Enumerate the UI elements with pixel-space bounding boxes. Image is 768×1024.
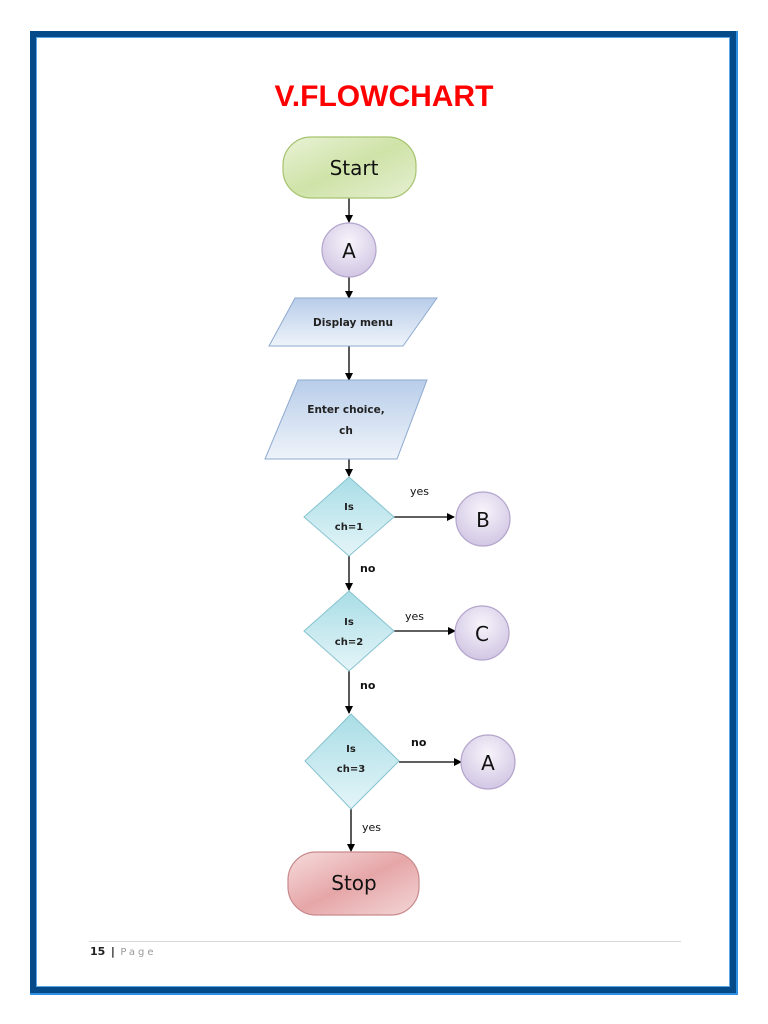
enter-choice-node: Enter choice, ch <box>264 379 428 460</box>
footer-divider <box>89 941 681 942</box>
display-menu-label: Display menu <box>313 317 393 329</box>
edge-label-no-2: no <box>360 679 376 692</box>
start-label: Start <box>330 156 379 180</box>
connector-c: C <box>454 605 510 661</box>
page-title: V.FLOWCHART <box>274 80 494 113</box>
decision-1-label-line2: ch=1 <box>335 522 363 533</box>
enter-choice-label-line1: Enter choice, <box>307 404 384 416</box>
footer-separator: | <box>110 945 115 958</box>
start-node: Start <box>282 136 417 199</box>
page-word: Page <box>120 947 157 958</box>
enter-choice-label-line2: ch <box>339 425 353 437</box>
edge-label-yes-1: yes <box>410 485 429 498</box>
decision-1-label-line1: Is <box>344 502 354 513</box>
stop-label: Stop <box>331 871 376 895</box>
display-menu-node: Display menu <box>268 297 438 347</box>
decision-1-node: Is ch=1 <box>303 476 395 557</box>
connector-c-label: C <box>475 622 489 646</box>
connector-b: B <box>455 491 511 547</box>
connector-a-bottom: A <box>460 734 516 790</box>
decision-3-label-line1: Is <box>346 744 356 755</box>
page-footer: 15 | Page <box>90 945 157 958</box>
decision-3-node: Is ch=3 <box>304 713 400 810</box>
connector-a-top-label: A <box>342 239 356 263</box>
connector-b-label: B <box>476 508 490 532</box>
edges <box>345 198 462 852</box>
edge-label-no-3: no <box>411 736 427 749</box>
edge-label-yes-2: yes <box>405 610 424 623</box>
edge-label-yes-3: yes <box>362 821 381 834</box>
decision-2-node: Is ch=2 <box>303 590 395 672</box>
page-border <box>30 31 736 993</box>
connector-a-top: A <box>321 222 377 278</box>
connector-a-bottom-label: A <box>481 751 495 775</box>
stop-node: Stop <box>287 851 420 916</box>
page-number: 15 <box>90 945 106 958</box>
decision-2-label-line2: ch=2 <box>335 637 363 648</box>
decision-2-label-line1: Is <box>344 617 354 628</box>
decision-3-label-line2: ch=3 <box>337 764 365 775</box>
edge-label-no-1: no <box>360 562 376 575</box>
